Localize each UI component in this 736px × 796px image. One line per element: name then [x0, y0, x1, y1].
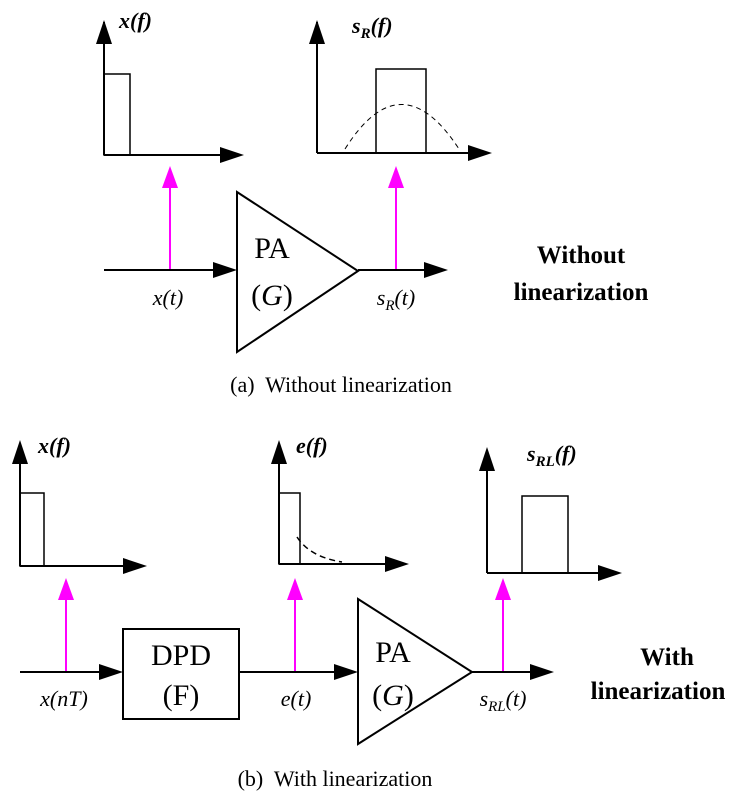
y-axis-arrowhead	[479, 447, 495, 471]
pa-gain-label: (G)	[251, 279, 293, 312]
x-axis-arrowhead	[123, 558, 147, 574]
caption-a: (a) Without linearization	[230, 372, 452, 397]
pa-label: PA	[375, 636, 411, 669]
spectrum-band	[521, 495, 569, 574]
probe-arrowhead	[162, 166, 178, 188]
spectrum-band	[19, 492, 45, 567]
y-axis-arrowhead	[96, 20, 112, 44]
signal-arrowhead	[213, 262, 237, 278]
spectrum-label: e(f)	[296, 433, 328, 458]
spectrum-label: sRL(f)	[526, 441, 577, 470]
panel-b: x(f) e(f) sRL(f)	[12, 433, 725, 791]
dpd-block	[122, 628, 240, 720]
side-label-line2: linearization	[591, 678, 726, 705]
pa-amplifier	[357, 597, 474, 746]
signal-out-label: sR(t)	[377, 285, 416, 314]
side-label-line2: linearization	[514, 279, 649, 306]
spectrum-error-b: e(f)	[271, 433, 409, 572]
x-axis-arrowhead	[598, 565, 622, 581]
signal-in-label: x(t)	[152, 285, 184, 310]
spectrum-label: x(f)	[118, 8, 152, 33]
spectrum-output-b: sRL(f)	[479, 441, 622, 581]
y-axis-arrowhead	[271, 440, 287, 464]
y-axis-arrowhead	[309, 20, 325, 44]
spectrum-output-a: sR(f)	[309, 13, 492, 161]
probe-arrowhead	[287, 578, 303, 600]
signal-out-label: sRL(t)	[480, 686, 527, 715]
x-axis-arrowhead	[220, 147, 244, 163]
spectral-regrowth-curve	[344, 104, 460, 150]
signal-in-label: x(nT)	[39, 686, 88, 711]
probe-arrowhead	[388, 166, 404, 188]
spectrum-label: x(f)	[37, 433, 71, 458]
side-label-line1: With	[640, 644, 694, 671]
x-axis-arrowhead	[385, 556, 409, 572]
spectrum-input-a: x(f)	[96, 8, 244, 163]
spectrum-band	[375, 68, 427, 154]
y-axis-arrowhead	[12, 440, 28, 464]
x-axis-arrowhead	[468, 145, 492, 161]
spectrum-input-b: x(f)	[12, 433, 147, 574]
signal-arrowhead	[424, 262, 448, 278]
dpd-label: DPD	[151, 639, 211, 672]
dpd-function-label: (F)	[163, 679, 200, 712]
spectrum-band	[278, 492, 301, 565]
spectrum-label: sR(f)	[351, 13, 393, 42]
caption-b: (b) With linearization	[238, 766, 433, 791]
predistortion-curve	[296, 536, 343, 563]
pa-amplifier	[236, 190, 360, 354]
pa-label: PA	[254, 232, 290, 265]
panel-a: x(f) sR(f) PA (G) x(t) sR(t) Without lin…	[96, 8, 648, 397]
signal-arrowhead	[530, 664, 554, 680]
signal-arrowhead	[334, 664, 358, 680]
side-label-line1: Without	[537, 242, 626, 269]
spectrum-band	[103, 73, 131, 156]
probe-arrowhead	[58, 578, 74, 600]
pa-gain-label: (G)	[372, 679, 414, 712]
signal-mid-label: e(t)	[281, 686, 312, 711]
signal-arrowhead	[99, 664, 123, 680]
probe-arrowhead	[495, 578, 511, 600]
